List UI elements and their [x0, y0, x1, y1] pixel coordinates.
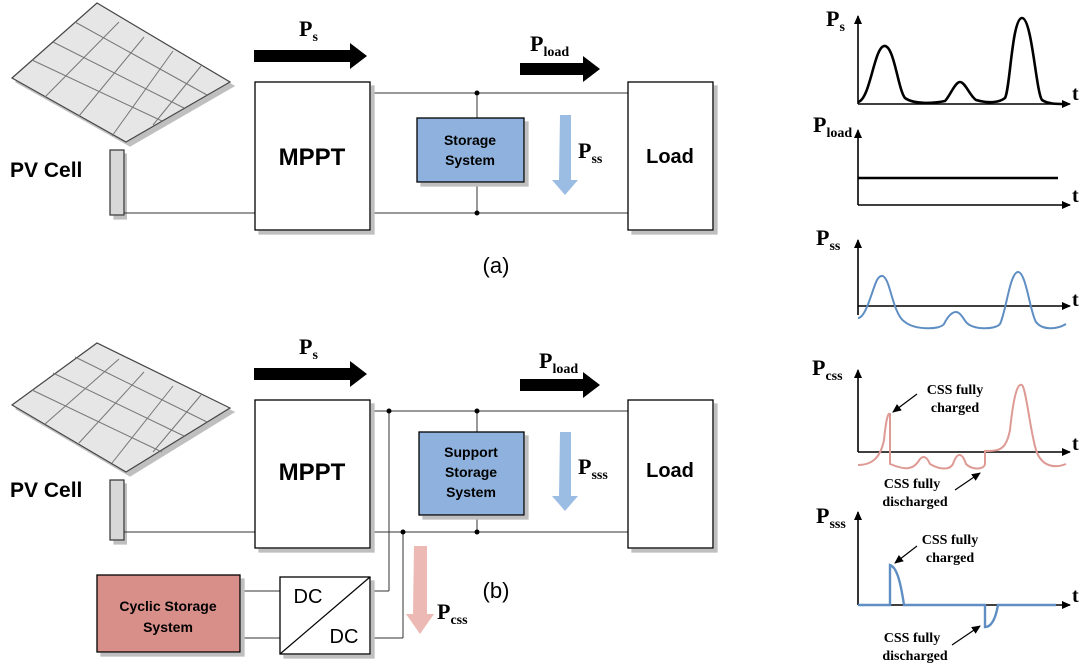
plot-pss: Pss t: [816, 225, 1079, 330]
psss-discharged-annotation-2: discharged: [882, 649, 948, 664]
dc-label-bottom: DC: [330, 626, 359, 648]
pcss-discharged-annotation-1: CSS fully: [884, 477, 940, 492]
pcss-label: Pcss: [437, 599, 468, 628]
junction-dot: [474, 529, 480, 535]
panel-b: PV Cell MPPT Support Storage System Load…: [10, 334, 714, 655]
mppt-label-b: MPPT: [279, 459, 346, 486]
pcss-charged-annotation-2: charged: [931, 401, 979, 416]
support-label-line-2: Storage: [445, 464, 497, 480]
pload-label-b: Pload: [539, 348, 578, 377]
mppt-box-a: [254, 81, 371, 231]
dc-label-top: DC: [294, 586, 323, 608]
load-label-b: Load: [646, 460, 694, 482]
load-box-b: [627, 399, 714, 549]
panel-b-caption: (b): [483, 578, 510, 603]
cyclic-storage-box: [96, 574, 241, 653]
plot-pcss: Pcss t CSS fully charged CSS fully disch…: [812, 355, 1079, 510]
pload-arrow-a: [520, 56, 600, 82]
t-axis-label: t: [1072, 83, 1079, 105]
ps-plot-label: Ps: [826, 6, 845, 35]
ps-arrow-a: [254, 43, 367, 69]
cyclic-label-line-1: Cyclic Storage: [119, 598, 216, 614]
panel-a-caption: (a): [483, 253, 510, 278]
support-storage-box: [418, 431, 525, 516]
junction-dot: [474, 90, 480, 96]
storage-system-box-a: [416, 117, 525, 183]
psss-discharged-pointer: [951, 625, 981, 646]
psss-discharged-annotation-1: CSS fully: [884, 631, 940, 646]
pss-label-a: Pss: [578, 138, 603, 167]
psss-charged-annotation-2: charged: [926, 551, 974, 566]
ps-label-a: Ps: [299, 16, 318, 45]
t-axis-label: t: [1072, 585, 1079, 607]
pss-arrow-a: [552, 115, 578, 195]
plot-psss: Psss t CSS fully charged CSS fully disch…: [816, 503, 1079, 664]
ps-label-b: Ps: [299, 334, 318, 363]
support-label-line-1: Support: [444, 444, 498, 460]
dc-dc-converter: DC DC: [279, 576, 371, 655]
panel-a: PV Cell MPPT Storage System Load Ps Ploa…: [10, 2, 714, 278]
junction-dot: [386, 408, 392, 414]
pcss-charged-pointer: [892, 393, 918, 413]
pv-cell-label-b: PV Cell: [10, 479, 82, 502]
plot-pload: Pload t: [813, 112, 1079, 209]
storage-label-line-2: System: [445, 152, 495, 168]
pv-cell-label-a: PV Cell: [10, 159, 82, 182]
mppt-label-a: MPPT: [279, 144, 346, 171]
junction-dot: [474, 408, 480, 414]
pcss-charged-annotation-1: CSS fully: [927, 383, 983, 398]
pv-panel-icon-a: [10, 2, 232, 216]
t-axis-label: t: [1072, 289, 1079, 311]
psss-charged-pointer: [894, 545, 918, 564]
pload-label-a: Pload: [530, 31, 569, 60]
plots: Ps t Pload t Pss t Pcss t CSS fully: [812, 6, 1079, 664]
pcss-plot-label: Pcss: [812, 355, 843, 384]
support-label-line-3: System: [446, 484, 496, 500]
pcss-discharged-pointer: [954, 472, 981, 491]
t-axis-label: t: [1072, 433, 1079, 455]
pss-plot-label: Pss: [816, 225, 841, 254]
wires-a: [124, 92, 628, 214]
psss-plot-label: Psss: [816, 503, 846, 532]
wires-b: [124, 410, 628, 639]
pcss-arrow: [406, 546, 434, 634]
ps-arrow-b: [254, 361, 367, 387]
pload-plot-label: Pload: [813, 112, 852, 141]
psss-label: Psss: [578, 454, 608, 483]
load-box-a: [627, 81, 714, 231]
cyclic-label-line-2: System: [143, 619, 193, 635]
psss-charged-annotation-1: CSS fully: [922, 533, 978, 548]
storage-label-line-1: Storage: [444, 132, 496, 148]
plot-ps: Ps t: [826, 6, 1079, 108]
pcss-discharged-annotation-2: discharged: [882, 495, 948, 510]
t-axis-label: t: [1072, 185, 1079, 207]
load-label-a: Load: [646, 146, 694, 168]
psss-arrow: [552, 432, 578, 511]
pv-panel-icon-b: [10, 342, 232, 541]
junction-dot: [400, 529, 406, 535]
junction-dot: [474, 210, 480, 216]
mppt-box-b: [254, 399, 371, 549]
pload-arrow-b: [520, 372, 600, 398]
